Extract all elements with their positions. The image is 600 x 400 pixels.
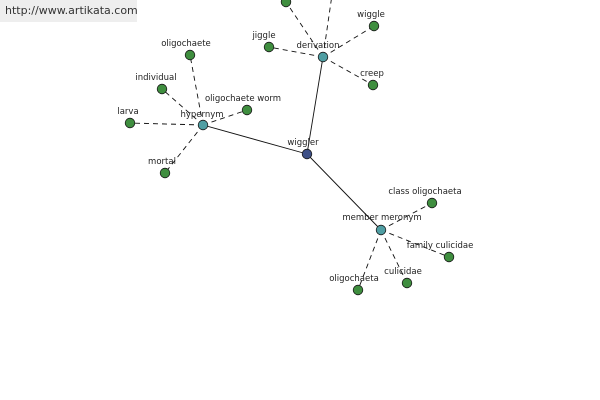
- edge-oligochaete: [189, 54, 204, 126]
- edge-class-oligochaeta: [380, 202, 433, 231]
- edge-creep: [322, 56, 374, 86]
- graph-edges: [129, 0, 450, 291]
- label-culicidae: culicidae: [384, 267, 422, 277]
- graph-nodes: [124, 0, 455, 296]
- node-larva[interactable]: [124, 117, 136, 129]
- node-class-oligochaeta[interactable]: [426, 197, 438, 209]
- label-family-culicidae: family culicidae: [407, 241, 474, 251]
- node-wiggler[interactable]: [301, 148, 313, 160]
- label-class-oligochaeta: class oligochaeta: [388, 187, 461, 197]
- edge-mortal: [164, 124, 204, 174]
- edge-derivation: [306, 56, 324, 155]
- edge-individual: [161, 88, 204, 126]
- edge-culicidae: [380, 229, 408, 284]
- label-oligochaete: oligochaete: [161, 39, 211, 49]
- node-member-meronym[interactable]: [375, 224, 387, 236]
- node-wiggle[interactable]: [368, 20, 380, 32]
- edge-family-culicidae: [380, 229, 450, 258]
- graph-labels: wiggler hypernym derivation member meronym o…: [117, 10, 473, 284]
- node-oligochaete[interactable]: [184, 49, 196, 61]
- node-family-culicidae[interactable]: [443, 251, 455, 263]
- edge-hypernym: [202, 124, 308, 155]
- node-oligochaete-worm[interactable]: [241, 104, 253, 116]
- node-deriv-offscreen-1[interactable]: [280, 0, 292, 8]
- node-individual[interactable]: [156, 83, 168, 95]
- edge-jiggle: [268, 46, 324, 58]
- node-culicidae[interactable]: [401, 277, 413, 289]
- label-oligochaete-worm: oligochaete worm: [205, 94, 281, 104]
- edge-deriv-offscreen-2: [322, 0, 332, 58]
- edge-oligochaete-worm: [202, 109, 248, 126]
- edge-member-meronym: [306, 153, 382, 231]
- node-oligochaeta[interactable]: [352, 284, 364, 296]
- label-wiggler: wiggler: [287, 138, 319, 148]
- node-derivation[interactable]: [317, 51, 329, 63]
- label-wiggle: wiggle: [357, 10, 385, 20]
- edge-wiggle: [322, 25, 375, 58]
- label-individual: individual: [135, 73, 176, 83]
- node-mortal[interactable]: [159, 167, 171, 179]
- node-hypernym[interactable]: [197, 119, 209, 131]
- node-creep[interactable]: [367, 79, 379, 91]
- label-derivation: derivation: [296, 41, 339, 51]
- label-oligochaeta: oligochaeta: [329, 274, 379, 284]
- edge-larva: [129, 122, 204, 126]
- node-jiggle[interactable]: [263, 41, 275, 53]
- label-member-meronym: member meronym: [342, 213, 421, 223]
- label-mortal: mortal: [148, 157, 176, 167]
- url-banner: http://www.artikata.com: [0, 0, 138, 22]
- label-hypernym: hypernym: [180, 110, 223, 120]
- edge-deriv-offscreen-1: [285, 1, 324, 58]
- label-larva: larva: [117, 107, 138, 117]
- label-jiggle: jiggle: [251, 31, 275, 41]
- label-creep: creep: [360, 69, 384, 79]
- edge-oligochaeta: [357, 229, 382, 291]
